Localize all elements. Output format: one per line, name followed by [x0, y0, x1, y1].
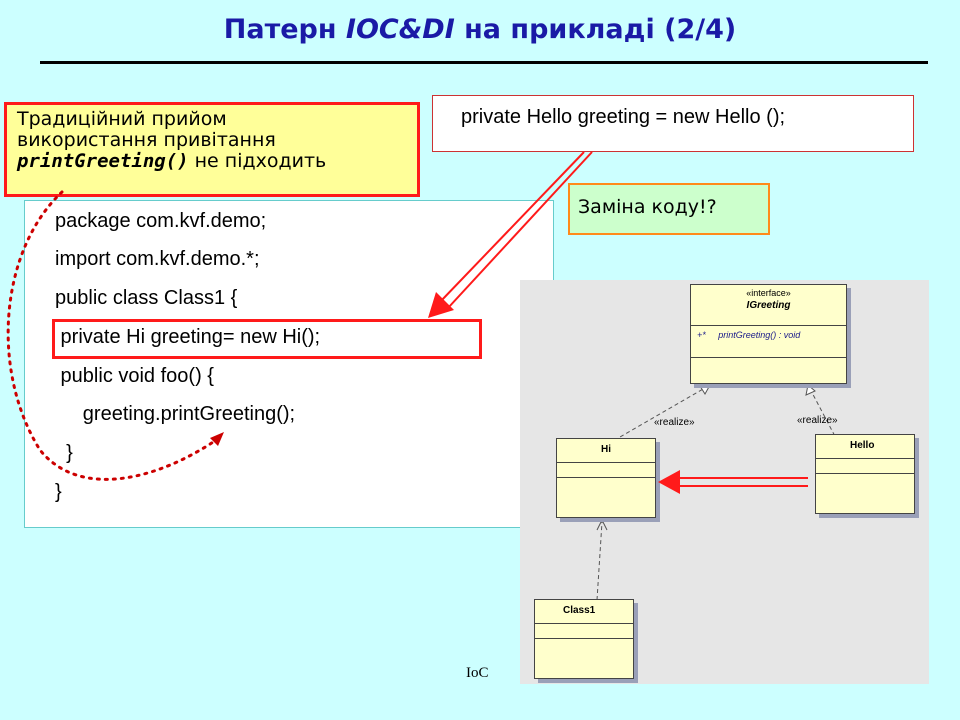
- realize-line-hi: [607, 384, 711, 445]
- interface-name: IGreeting: [746, 300, 791, 311]
- dotted-curve-arrowhead: [210, 432, 224, 446]
- title-pattern: IOC&DI: [345, 14, 455, 45]
- highlight-field-line: [52, 319, 482, 359]
- footer-label: IoC: [466, 665, 489, 681]
- note-line-2: використання привітання: [17, 129, 276, 151]
- uml-diagram: «interface» IGreeting +* printGreeting()…: [520, 280, 929, 684]
- title-underline: [40, 61, 928, 64]
- code-line-method: public void foo() {: [55, 365, 214, 387]
- code-line-call: greeting.printGreeting();: [55, 403, 296, 425]
- replacement-code-note: private Hello greeting = new Hello ();: [432, 95, 914, 152]
- note-line-1: Традиційний прийом: [17, 108, 227, 130]
- replace-arrow-line-a: [439, 151, 585, 303]
- code-line-import: import com.kvf.demo.*;: [55, 248, 260, 270]
- uml-class-hello: Hello: [815, 434, 915, 514]
- traditional-usage-note: Традиційний прийом використання привітан…: [4, 102, 420, 197]
- class-hello-name: Hello: [816, 435, 914, 459]
- interface-op-visibility: +*: [697, 330, 706, 340]
- slide-title: Патерн IOC&DI на прикладі (2/4): [0, 14, 960, 45]
- dependency-arrowhead-class1: [596, 518, 608, 531]
- realize-line-hello: [807, 384, 839, 443]
- uml-class-class1: Class1: [534, 599, 634, 679]
- note-line-3: printGreeting() не підходить: [17, 151, 407, 172]
- uml-class-hi: Hi: [556, 438, 656, 518]
- code-line-close-method: }: [55, 442, 73, 464]
- uml-connectors: [596, 384, 839, 601]
- replace-arrow-line-b: [447, 151, 593, 309]
- code-change-note: Заміна коду!?: [568, 183, 770, 235]
- class-class1-name: Class1: [535, 600, 633, 624]
- title-suffix: на прикладі (2/4): [454, 14, 737, 45]
- realize-arrowhead-hello: [805, 384, 816, 396]
- code-line-field: private Hi greeting= new Hi();: [55, 326, 321, 348]
- replacement-code-text: private Hello greeting = new Hello ();: [461, 106, 786, 128]
- realize-label-right: «realize»: [797, 415, 838, 426]
- interface-op: printGreeting() : void: [718, 330, 801, 340]
- code-panel: package com.kvf.demo; import com.kvf.dem…: [24, 200, 554, 528]
- note-method-name: printGreeting(): [17, 150, 189, 172]
- interface-stereotype: «interface»: [746, 288, 791, 298]
- code-line-package: package com.kvf.demo;: [55, 210, 267, 232]
- code-line-class: public class Class1 {: [55, 287, 238, 309]
- replace-arrowhead: [428, 292, 454, 318]
- uml-interface-igreeting: «interface» IGreeting +* printGreeting()…: [690, 284, 847, 384]
- realize-arrowhead-hi: [699, 384, 711, 395]
- dependency-line-class1: [596, 521, 603, 601]
- dotted-curve-arrow: [6, 190, 224, 481]
- code-line-close-class: }: [55, 481, 62, 503]
- note-suffix: не підходить: [188, 150, 327, 172]
- code-change-text: Заміна коду!?: [578, 196, 717, 218]
- class-hi-name: Hi: [557, 439, 655, 463]
- realize-label-left: «realize»: [654, 417, 695, 428]
- substitute-arrowhead: [658, 470, 680, 494]
- title-prefix: Патерн: [223, 14, 346, 45]
